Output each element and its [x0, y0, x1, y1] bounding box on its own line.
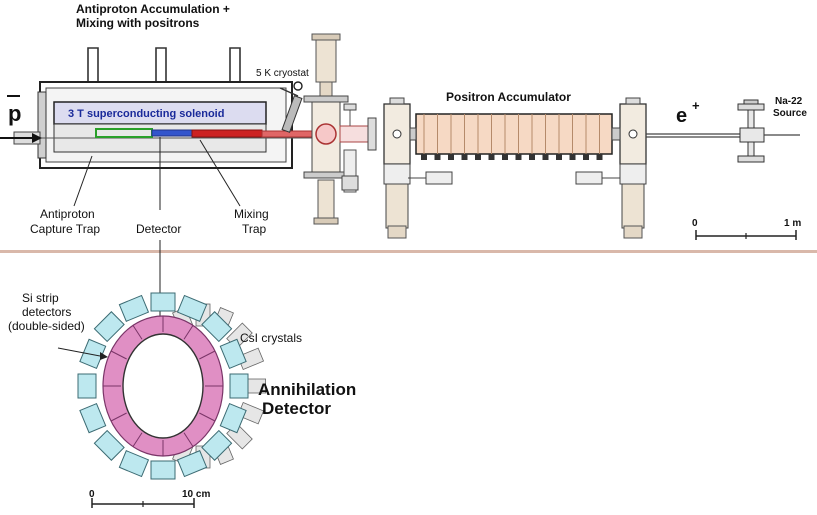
- accumulator-electrode: [515, 154, 522, 160]
- positron-symbol: e: [676, 105, 687, 127]
- accumulator-electrode: [488, 154, 495, 160]
- annihilation-detector-drawing: [77, 292, 267, 480]
- scale-bar-bottom: [91, 498, 195, 508]
- cryostat-assembly: 3 T superconducting solenoid: [10, 47, 330, 169]
- csi-crystal: [150, 292, 176, 312]
- si-label-line-1: Si strip: [22, 291, 59, 305]
- source-label-line-2: Source: [773, 108, 807, 119]
- csi-crystal: [176, 450, 208, 478]
- accumulator-electrode: [556, 154, 562, 160]
- si-strip-segment: [199, 350, 216, 360]
- si-strip-segment: [132, 325, 143, 340]
- accumulator-electrode: [583, 154, 589, 160]
- solenoid-label: 3 T superconducting solenoid: [68, 108, 224, 120]
- cryostat-label: 5 K cryostat: [256, 68, 309, 79]
- positron-charge: +: [692, 98, 700, 113]
- accumulator-electrode: [448, 154, 454, 160]
- antiproton-symbol: p: [8, 101, 21, 126]
- leader-mixing-trap: [199, 139, 241, 207]
- scale-bottom-end: 10 cm: [182, 489, 210, 500]
- csi-crystal: [219, 338, 247, 370]
- leader-capture-trap: [73, 155, 93, 207]
- csi-crystal: [201, 429, 233, 461]
- accumulator-electrode: [461, 154, 468, 160]
- title-line-2: Mixing with positrons: [76, 16, 200, 30]
- annihilation-label-line-1: Annihilation: [258, 380, 356, 399]
- si-strip-segment: [199, 412, 216, 422]
- csi-crystal: [219, 402, 247, 434]
- csi-crystal: [77, 373, 97, 399]
- detector-label: Detector: [136, 222, 181, 236]
- mixing-trap-electrodes: [191, 129, 263, 138]
- csi-crystal: [93, 429, 125, 461]
- capture-trap-label-line-1: Antiproton: [40, 207, 95, 221]
- title-line-1: Antiproton Accumulation +: [76, 2, 230, 16]
- csi-label: CsI crystals: [240, 331, 302, 345]
- csi-crystal: [118, 450, 150, 478]
- si-strip-segment: [110, 412, 127, 422]
- leader-si-strip: [57, 347, 101, 357]
- scale-top-end: 1 m: [784, 218, 801, 229]
- si-label-line-2: detectors: [22, 305, 71, 319]
- positron-accumulator-label: Positron Accumulator: [446, 90, 571, 104]
- accumulator-electrode: [529, 154, 535, 160]
- si-label-line-3: (double-sided): [8, 319, 85, 333]
- accumulator-electrode: [434, 154, 441, 160]
- accumulator-electrode: [596, 154, 603, 160]
- csi-crystal: [201, 311, 233, 343]
- accumulator-electrode: [475, 154, 481, 160]
- scale-top-zero: 0: [692, 218, 698, 229]
- si-strip-segment: [132, 432, 143, 447]
- accumulator-electrode: [542, 154, 549, 160]
- mixing-trap-label-line-2: Trap: [242, 222, 267, 236]
- annihilation-label-line-2: Detector: [262, 399, 331, 418]
- mixing-trap-label-line-1: Mixing: [234, 207, 269, 221]
- si-strip-segment: [183, 325, 194, 340]
- accumulator-electrode: [569, 154, 576, 160]
- positron-source-line: [646, 99, 800, 163]
- source-label-line-1: Na-22: [775, 96, 803, 107]
- accumulator-electrode: [502, 154, 508, 160]
- scale-bar-top: [695, 230, 797, 240]
- accumulator-electrode: [421, 154, 427, 160]
- csi-crystal: [150, 460, 176, 480]
- csi-crystal: [229, 373, 249, 399]
- csi-crystal: [93, 311, 125, 343]
- si-strip-segment: [110, 350, 127, 360]
- positron-accumulator: [383, 97, 647, 239]
- si-strip-segment: [183, 432, 194, 447]
- section-divider: [0, 250, 817, 253]
- scale-bottom-zero: 0: [89, 489, 95, 500]
- csi-crystal: [118, 294, 150, 322]
- csi-crystal: [79, 402, 107, 434]
- capture-trap-label-line-2: Capture Trap: [30, 222, 100, 236]
- vacuum-cross-station: [303, 33, 377, 225]
- antiproton-beam-arrow: p: [0, 95, 42, 143]
- csi-crystal: [176, 294, 208, 322]
